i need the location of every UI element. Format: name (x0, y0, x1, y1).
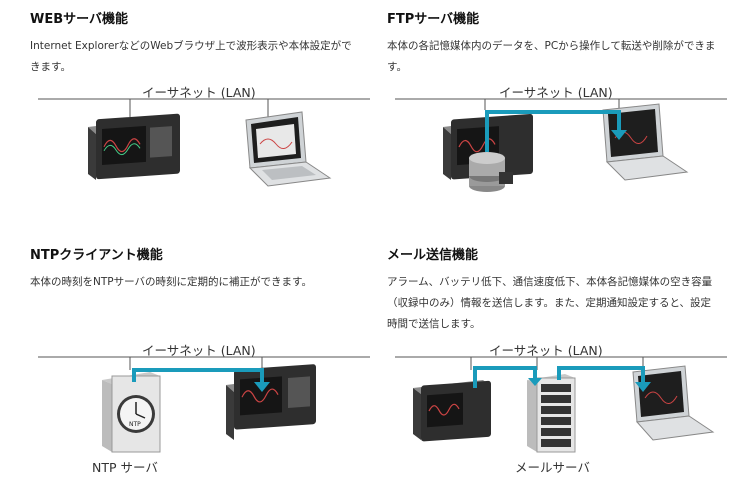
panel-title: WEBサーバ機能 (30, 12, 128, 27)
mail-diagram-graphic (395, 356, 727, 453)
mail-deliver-arrow (557, 366, 645, 384)
network-label: イーサネット (LAN) (499, 85, 613, 100)
panel-description: 本体の時刻をNTPサーバの時刻に定期的に補正ができます。 (30, 272, 370, 293)
network-label: イーサネット (LAN) (142, 85, 256, 100)
laptop-icon (245, 111, 332, 187)
data-logger-icon (443, 113, 533, 180)
desc-line: アラーム、バッテリ低下、通信速度低下、本体各記憶媒体の空き容量 (387, 276, 713, 288)
ntp-server-icon (102, 372, 161, 453)
network-diagram: イーサネット (LAN) (387, 82, 732, 232)
mail-server-icon (527, 374, 576, 453)
network-diagram: イーサネット (LAN) NTP サーバ NTP (30, 340, 375, 490)
data-logger-icon (413, 380, 491, 442)
desc-line: きます。 (30, 61, 71, 73)
laptop-icon (632, 365, 715, 441)
arrow-head-icon (528, 378, 542, 386)
network-diagram: イーサネット (LAN) メールサーバ (387, 340, 732, 490)
network-diagram: イーサネット (LAN) (30, 82, 375, 232)
panel-description: 本体の各記憶媒体内のデータを、PCから操作して転送や削除ができま す。 (387, 36, 727, 78)
panel-title: FTPサーバ機能 (387, 12, 480, 27)
sync-arrow (132, 368, 264, 384)
panel-description: Internet ExplorerなどのWebブラウザ上で波形表示や本体設定がで… (30, 36, 370, 78)
arrow-head-icon (254, 382, 270, 392)
clock-label: NTP (129, 421, 141, 428)
desc-line: す。 (387, 61, 407, 73)
network-label: イーサネット (LAN) (489, 343, 603, 358)
transfer-arrow (485, 110, 621, 152)
panel-title: メール送信機能 (387, 248, 479, 263)
web-diagram-graphic (38, 98, 370, 187)
ntp-server-caption: NTP サーバ (92, 460, 158, 475)
mail-server-caption: メールサーバ (515, 460, 590, 475)
desc-line: 時間で送信します。 (387, 318, 481, 330)
desc-line: 本体の時刻をNTPサーバの時刻に定期的に補正ができます。 (30, 276, 312, 288)
data-logger-icon (88, 113, 180, 180)
ntp-diagram-graphic: NTP (38, 356, 370, 453)
ftp-diagram-graphic (395, 98, 727, 192)
arrow-head-icon (611, 130, 627, 140)
laptop-icon (602, 103, 689, 181)
desc-line: （収録中のみ）情報を送信します。また、定期通知設定すると、設定 (387, 297, 712, 309)
mail-send-arrow (473, 366, 537, 388)
panel-title: NTPクライアント機能 (30, 248, 163, 263)
desc-line: 本体の各記憶媒体内のデータを、PCから操作して転送や削除ができま (387, 40, 716, 52)
database-icon (469, 152, 513, 192)
desc-line: Internet ExplorerなどのWebブラウザ上で波形表示や本体設定がで (30, 40, 352, 52)
panel-description: アラーム、バッテリ低下、通信速度低下、本体各記憶媒体の空き容量 （収録中のみ）情… (387, 272, 727, 335)
arrow-head-icon (635, 382, 651, 392)
network-label: イーサネット (LAN) (142, 343, 256, 358)
data-logger-icon (226, 364, 316, 440)
